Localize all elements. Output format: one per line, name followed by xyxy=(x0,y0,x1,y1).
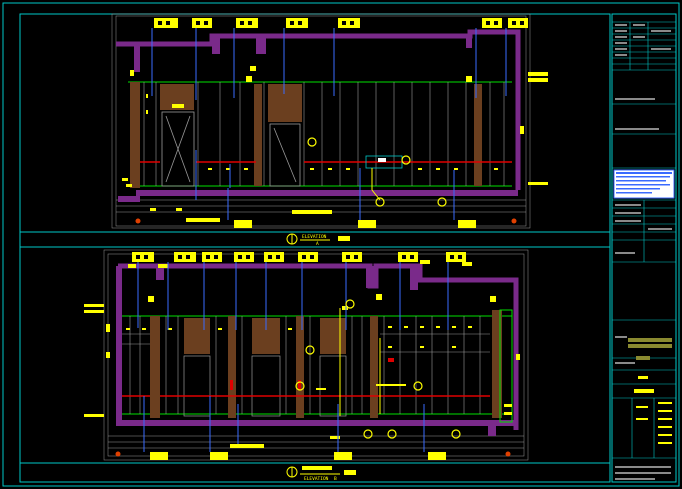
callout-tags-top-b xyxy=(128,252,472,330)
callout-tags-top-a xyxy=(151,18,528,100)
elevation-a-title: ELEVATION xyxy=(302,234,327,240)
drawing-frame xyxy=(19,13,611,483)
callout-tags-bottom-b xyxy=(143,396,446,460)
callout-tags-bottom-a xyxy=(150,150,476,228)
elevation-a: ELEVATION A xyxy=(111,13,548,247)
elevation-b: ELEVATION B xyxy=(84,249,529,482)
elevation-b-tag: B xyxy=(334,476,337,482)
elevation-b-title: ELEVATION xyxy=(304,476,329,482)
title-block xyxy=(611,13,677,483)
elevation-a-tag: A xyxy=(316,241,319,247)
